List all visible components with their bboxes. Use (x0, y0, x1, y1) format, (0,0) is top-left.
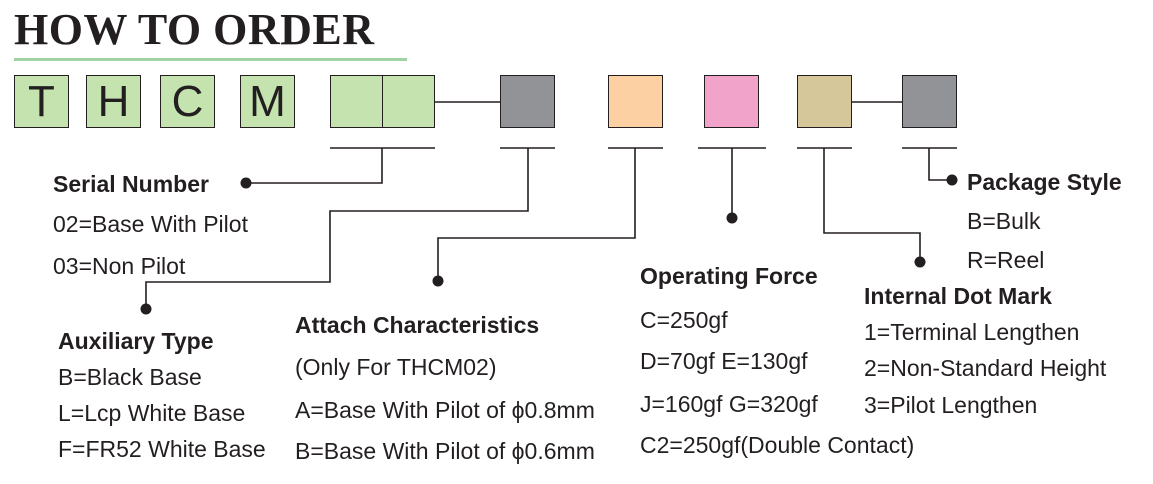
internal-dot-mark-slot (797, 75, 852, 128)
code-box-t: T (14, 75, 69, 128)
auxiliary-type-option: F=FR52 White Base (58, 436, 266, 462)
attach-characteristics-note: (Only For THCM02) (295, 354, 497, 380)
operating-force-option: D=70gf E=130gf (640, 348, 808, 374)
operating-force-option: J=160gf G=320gf (640, 391, 818, 417)
internal-dot-mark-heading: Internal Dot Mark (864, 283, 1052, 309)
attach-characteristics-heading: Attach Characteristics (295, 312, 540, 338)
operating-force-heading: Operating Force (640, 263, 818, 289)
operating-force-option: C=250gf (640, 307, 728, 333)
package-style-option: B=Bulk (967, 208, 1041, 234)
auxiliary-type-option: L=Lcp White Base (58, 400, 246, 426)
attach-characteristics-dot (432, 275, 444, 287)
auxiliary-type-option: B=Black Base (58, 364, 202, 390)
serial-number-option: 02=Base With Pilot (53, 211, 248, 237)
internal-dot-mark-option: 3=Pilot Lengthen (864, 392, 1038, 418)
attach-characteristics-option: A=Base With Pilot of ϕ0.8mm (295, 397, 595, 423)
attach-characteristics-option: B=Base With Pilot of ϕ0.6mm (295, 438, 595, 464)
package-style-slot (902, 75, 957, 128)
operating-force-slot (704, 75, 759, 128)
title-underline (14, 58, 407, 61)
page-title: HOW TO ORDER (14, 5, 375, 54)
serial-number-slot-2 (382, 75, 435, 128)
code-box-c: C (160, 75, 215, 128)
package-style-option: R=Reel (967, 247, 1045, 273)
package-style-heading: Package Style (967, 169, 1122, 195)
serial-number-heading: Serial Number (53, 171, 209, 197)
internal-dot-mark-option: 2=Non-Standard Height (864, 355, 1107, 381)
code-box-m: M (240, 75, 295, 128)
package-style-dot (946, 174, 958, 186)
internal-dot-mark-dot (914, 256, 926, 268)
serial-number-slot-1 (330, 75, 383, 128)
attach-characteristics-slot (608, 75, 663, 128)
auxiliary-type-dot (140, 303, 152, 315)
code-box-h: H (86, 75, 141, 128)
operating-force-dot (726, 212, 738, 224)
auxiliary-type-slot (500, 75, 555, 128)
serial-number-option: 03=Non Pilot (53, 253, 186, 279)
auxiliary-type-heading: Auxiliary Type (58, 328, 214, 354)
operating-force-option: C2=250gf(Double Contact) (640, 432, 915, 458)
internal-dot-mark-option: 1=Terminal Lengthen (864, 319, 1080, 345)
serial-number-dot (240, 177, 252, 189)
